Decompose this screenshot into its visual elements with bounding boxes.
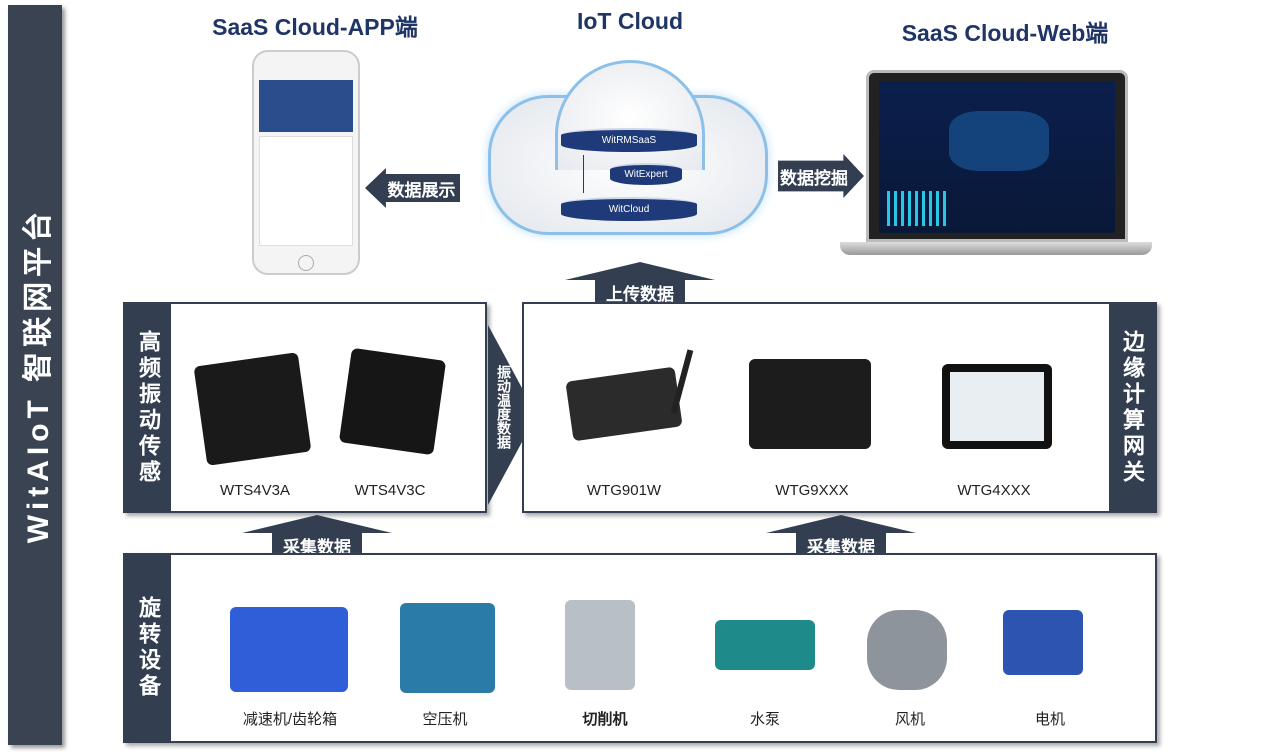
- gateway-panel: 边缘计算网关 WTG901W WTG9XXX WTG4XXX: [522, 302, 1157, 513]
- web-title: SaaS Cloud-Web端: [901, 20, 1109, 46]
- gateway-label: 边缘计算网关: [1109, 304, 1155, 511]
- wtg4xxx-image: [942, 364, 1052, 449]
- data-mining-label: 数据挖掘: [780, 168, 848, 188]
- sensor-name: WTS4V3A: [219, 482, 291, 499]
- gateway-name: WTG4XXX: [957, 482, 1031, 499]
- layer-witexpert: WitExpert: [610, 163, 682, 185]
- layer-witcloud: WitCloud: [561, 197, 697, 221]
- vibration-temp-arrow: 振动温度数据: [488, 325, 522, 505]
- vibration-temp-label: 振动温度数据: [496, 365, 512, 449]
- platform-sidebar: WitAIoT 智联网平台: [8, 5, 62, 745]
- wts4v3a-image: [193, 352, 312, 466]
- data-display-label: 数据展示: [387, 180, 456, 200]
- app-title: SaaS Cloud-APP端: [212, 14, 418, 40]
- equipment-name: 减速机/齿轮箱: [242, 711, 338, 728]
- equipment-name: 电机: [1034, 711, 1065, 728]
- sensor-label: 高频振动传感: [125, 304, 171, 511]
- water-pump-image: [715, 620, 815, 670]
- laptop-image: [866, 70, 1128, 242]
- cloud-title: IoT Cloud: [576, 8, 684, 34]
- data-mining-arrow: 数据挖掘: [778, 154, 864, 198]
- equipment-label: 旋转设备: [125, 555, 171, 741]
- equipment-name: 水泵: [749, 711, 780, 728]
- collect-label: 采集数据: [283, 537, 351, 557]
- upload-arrow: 上传数据: [565, 262, 715, 302]
- wts4v3c-image: [338, 347, 447, 456]
- equipment-name: 空压机: [422, 711, 468, 728]
- cutting-machine-image: [565, 600, 635, 690]
- up-arrow-icon: [583, 155, 584, 193]
- gateway-name: WTG9XXX: [775, 482, 849, 499]
- upload-label: 上传数据: [606, 284, 674, 304]
- data-display-arrow: 数据展示: [365, 168, 460, 208]
- platform-title: WitAIoT 智联网平台: [22, 206, 55, 544]
- fan-image: [867, 610, 947, 690]
- gateway-name: WTG901W: [586, 482, 662, 499]
- layer-witrmsaas: WitRMSaaS: [561, 128, 697, 152]
- phone-image: [252, 50, 360, 275]
- gearbox-image: [230, 607, 348, 692]
- air-compressor-image: [400, 603, 495, 693]
- equipment-name: 切削机: [582, 711, 628, 728]
- collect-label: 采集数据: [807, 537, 875, 557]
- sensor-panel: 高频振动传感 WTS4V3A WTS4V3C: [123, 302, 487, 513]
- equipment-name: 风机: [894, 711, 925, 728]
- wtg9xxx-image: [749, 359, 871, 449]
- collect-arrow-right: 采集数据: [766, 515, 916, 555]
- motor-image: [1003, 610, 1083, 675]
- equipment-panel: 旋转设备 减速机/齿轮箱 空压机 切削机 水泵 风机 电机: [123, 553, 1157, 743]
- wtg901w-image: [565, 366, 683, 442]
- collect-arrow-left: 采集数据: [242, 515, 392, 555]
- sensor-name: WTS4V3C: [354, 482, 426, 499]
